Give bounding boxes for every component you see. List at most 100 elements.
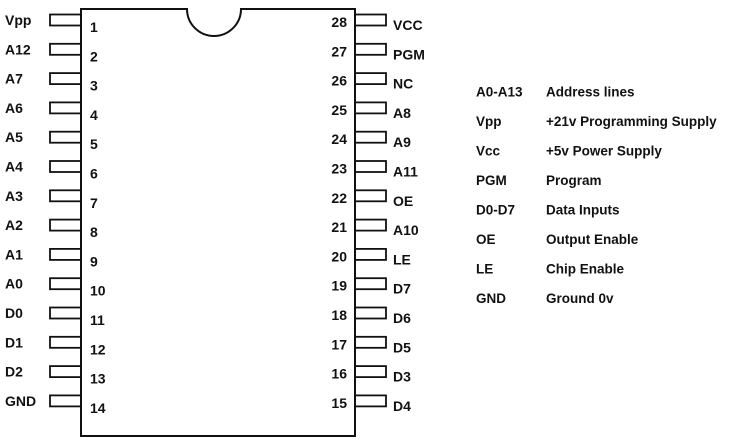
pin-lead <box>49 130 82 144</box>
pin-number: 7 <box>90 195 98 211</box>
pin-lead <box>354 160 387 173</box>
pin-right-24: 24 A9 <box>331 130 411 150</box>
pin-number: 6 <box>90 166 98 182</box>
pin-lead <box>354 277 387 291</box>
legend-signal: Vcc <box>476 144 501 159</box>
legend-signal: GND <box>476 291 506 306</box>
pin-number: 4 <box>90 107 98 123</box>
pin-right-19: 19 D7 <box>331 277 411 297</box>
pin-signal-label: A3 <box>5 188 23 204</box>
legend-signal: LE <box>476 262 493 277</box>
pin-lead <box>49 72 82 85</box>
pin-right-25: 25 A8 <box>331 101 411 121</box>
pin-signal-label: GND <box>5 393 36 409</box>
pin-signal-label: A8 <box>393 105 411 121</box>
pin-signal-label: D1 <box>5 334 23 350</box>
pin-signal-label: VCC <box>393 17 423 33</box>
pin-number: 27 <box>331 43 347 59</box>
pin-signal-label: A9 <box>393 134 411 150</box>
pin-signal-label: D6 <box>393 310 411 326</box>
pin-lead <box>49 306 82 320</box>
pin-signal-label: A11 <box>393 164 418 180</box>
pin-lead <box>49 101 82 115</box>
legend-description: Chip Enable <box>546 262 624 277</box>
pin-lead <box>354 394 387 408</box>
pin-signal-label: A5 <box>5 129 23 145</box>
pin-right-27: 27 PGM <box>331 42 425 62</box>
pin-right-16: 16 D3 <box>331 365 411 385</box>
pin-left-4: A6 4 <box>5 100 98 123</box>
pin-number: 22 <box>331 190 347 206</box>
pin-lead <box>49 394 82 408</box>
pin-number: 20 <box>331 248 347 264</box>
legend-description: Output Enable <box>546 232 639 247</box>
pin-signal-label: A12 <box>5 41 31 57</box>
pin-number: 12 <box>90 341 106 357</box>
legend-description: +21v Programming Supply <box>546 114 717 129</box>
pin-signal-label: A10 <box>393 222 419 238</box>
legend-description: +5v Power Supply <box>546 144 662 159</box>
pin-number: 1 <box>90 19 98 35</box>
pin-number: 28 <box>331 14 347 30</box>
pin-lead <box>354 42 387 56</box>
pin-lead <box>354 189 387 203</box>
legend-signal: Vpp <box>476 114 502 129</box>
pin-number: 25 <box>331 102 347 118</box>
pin-number: 2 <box>90 48 98 64</box>
legend-description: Program <box>546 173 602 188</box>
legend-description: Ground 0v <box>546 291 614 306</box>
pin-number: 9 <box>90 253 98 269</box>
pin-signal-label: D2 <box>5 364 23 380</box>
pin-signal-label: D7 <box>393 281 411 297</box>
pin-left-12: D1 12 <box>5 334 106 357</box>
pin-lead <box>49 335 82 349</box>
pin-number: 10 <box>90 283 106 299</box>
pin-number: 13 <box>90 371 106 387</box>
pin-signal-label: A0 <box>5 276 23 292</box>
pin-lead <box>49 189 82 203</box>
legend-description: Data Inputs <box>546 203 620 218</box>
pin-left-2: A12 2 <box>5 41 98 64</box>
pin-number: 16 <box>331 366 347 382</box>
legend-row: GND Ground 0v <box>476 291 614 306</box>
pin-lead <box>49 42 82 56</box>
pin-signal-label: NC <box>393 76 413 92</box>
pin-signal-label: D3 <box>393 369 411 385</box>
pin-number: 24 <box>331 131 347 147</box>
pin-lead <box>49 277 82 291</box>
pin-lead <box>49 218 82 232</box>
pin-left-7: A3 7 <box>5 188 98 211</box>
pin-lead <box>354 13 387 27</box>
pin-signal-label: PGM <box>393 46 425 62</box>
legend-signal: D0-D7 <box>476 203 515 218</box>
pin-signal-label: D0 <box>5 305 23 321</box>
pin-number: 17 <box>331 336 347 352</box>
pin-number: 19 <box>331 278 347 294</box>
legend-row: Vcc +5v Power Supply <box>476 144 662 159</box>
pin-lead <box>49 365 82 379</box>
pin-left-13: D2 13 <box>5 364 106 387</box>
pin-signal-label: A6 <box>5 100 23 116</box>
pin-left-10: A0 10 <box>5 276 106 299</box>
chip-body-group <box>80 8 356 437</box>
legend-row: LE Chip Enable <box>476 262 624 277</box>
